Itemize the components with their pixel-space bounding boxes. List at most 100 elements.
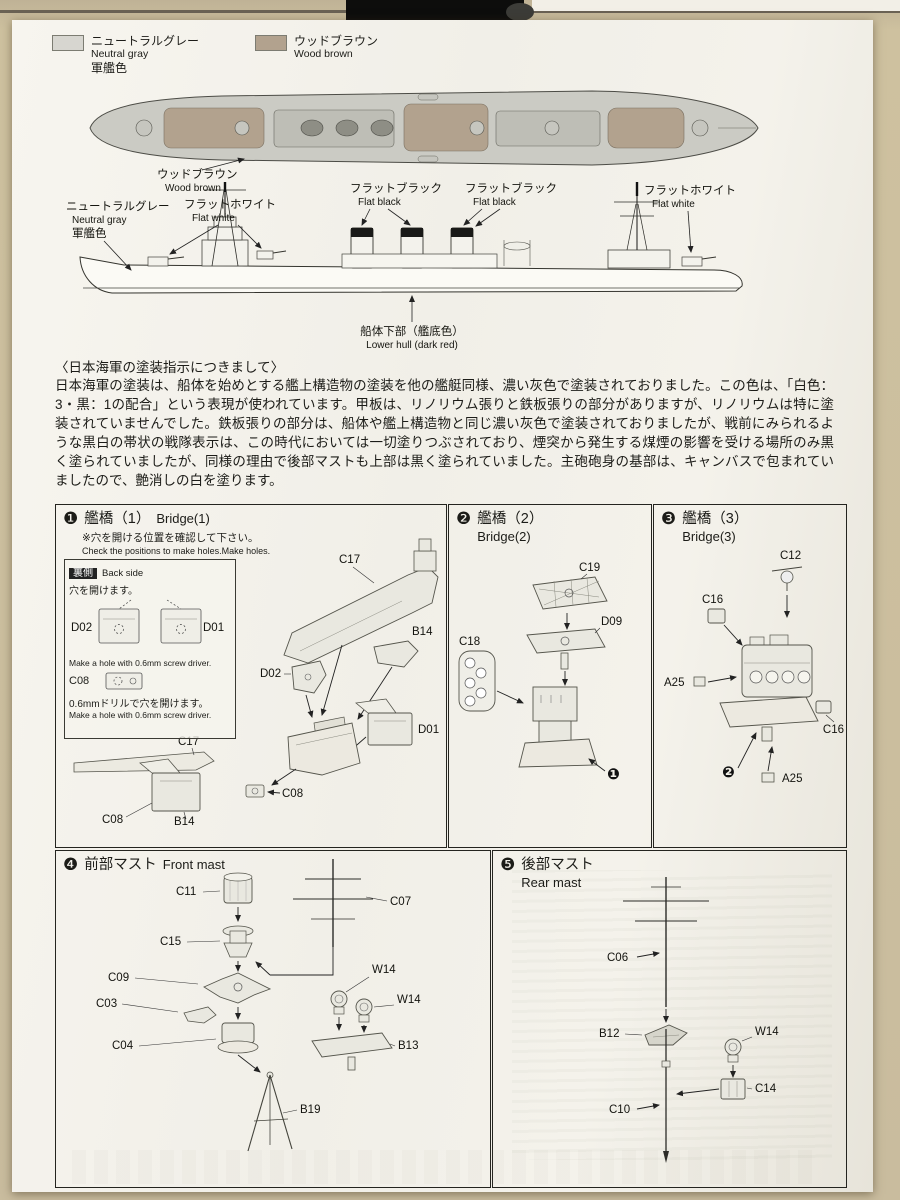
legend-jp: ウッドブラウン (294, 34, 379, 48)
svg-text:D09: D09 (601, 616, 622, 628)
wood-brown-swatch (255, 35, 288, 51)
w14-part (724, 1038, 742, 1063)
svg-text:D02: D02 (260, 668, 281, 680)
step-3-number: ❸ (661, 509, 677, 528)
step-1-note: ※穴を開ける位置を確認して下さい。 Check the positions to… (82, 532, 271, 556)
side-view-ship (79, 182, 743, 294)
svg-text:C06: C06 (607, 952, 628, 964)
c19-part (532, 576, 608, 610)
a25-part-bottom (761, 772, 775, 783)
block-base (719, 696, 819, 742)
b14-part (373, 640, 419, 668)
c12-part (771, 566, 803, 591)
step-2-diagram: C19 D09 C18 (458, 562, 622, 783)
c11-part (223, 872, 253, 904)
paint-callouts: ウッドブラウン Wood brown ニュートラルグレー Neutral gra… (66, 157, 736, 351)
svg-text:W14: W14 (755, 1026, 779, 1038)
neutral-gray-callout: ニュートラルグレー (66, 199, 170, 213)
b13-part (311, 1032, 393, 1071)
b19-tripod-part (247, 1071, 293, 1152)
svg-text:C11: C11 (176, 886, 196, 898)
svg-text:C14: C14 (755, 1083, 777, 1095)
c08-part (245, 784, 265, 798)
step-4-front-mast: ❹ 前部マスト Front mast C11 C15 (55, 850, 491, 1188)
bridge-floor-assembly (287, 716, 361, 776)
legend-sub: 軍艦色 (91, 61, 128, 75)
w14-part-1 (330, 990, 348, 1015)
step-5-number: ❺ (500, 855, 516, 874)
legend-jp: ニュートラルグレー (91, 34, 200, 48)
svg-text:C16: C16 (823, 724, 844, 736)
drill-parts-diagram: D02 D01 (71, 599, 224, 644)
backside-chip: 裏側 (69, 568, 97, 579)
legend-item-wood-brown: ウッドブラウン Wood brown (255, 34, 378, 75)
svg-text:C15: C15 (160, 936, 181, 948)
color-legend: ニュートラルグレー Neutral gray 軍艦色 ウッドブラウン Wood … (52, 34, 378, 75)
assembly-1-badge: ❶ (607, 766, 620, 783)
flat-black-2-callout: フラットブラック (465, 181, 557, 195)
rangefinder-block (741, 634, 813, 698)
step-4-header: ❹ 前部マスト Front mast (63, 855, 225, 874)
w14-part-2 (355, 998, 373, 1023)
svg-text:Flat white: Flat white (192, 213, 235, 224)
svg-text:C08: C08 (282, 788, 303, 800)
legend-item-neutral-gray: ニュートラルグレー Neutral gray 軍艦色 (52, 34, 199, 75)
step-1-bridge-1: ❶ 艦橋（1） Bridge(1) ※穴を開ける位置を確認して下さい。 Chec… (55, 504, 447, 848)
legend-en: Neutral gray (91, 48, 149, 60)
svg-text:C04: C04 (112, 1040, 134, 1052)
step-3-diagram: C12 C16 A25 (664, 550, 844, 785)
legend-en: Wood brown (294, 48, 353, 60)
svg-text:軍艦色: 軍艦色 (72, 226, 107, 240)
c08-inset-part (105, 672, 143, 690)
svg-text:Neutral gray: Neutral gray (72, 215, 126, 226)
step-1-diagram: C17 D02 B14 D01 (73, 538, 439, 828)
step-1-header: ❶ 艦橋（1） Bridge(1) (63, 509, 210, 528)
step-2-number: ❷ (456, 509, 472, 528)
svg-text:B14: B14 (412, 626, 433, 638)
svg-text:Flat black: Flat black (473, 197, 517, 208)
c15-part (222, 925, 254, 958)
paint-note-body: 日本海軍の塗装は、船体を始めとする艦上構造物の塗装を他の艦艇同様、濃い灰色で塗装… (55, 378, 834, 488)
top-view-ship (89, 90, 759, 166)
bridge-tower (518, 686, 598, 768)
svg-text:C09: C09 (108, 972, 129, 984)
svg-text:C17: C17 (178, 736, 199, 748)
svg-text:C12: C12 (780, 550, 801, 562)
wood-brown-callout: ウッドブラウン (157, 167, 238, 181)
svg-text:C07: C07 (390, 896, 411, 908)
d01-part (355, 698, 413, 746)
paper-sliver (532, 0, 900, 11)
c09-part (203, 972, 272, 1004)
paint-note-heading: 〈日本海軍の塗装指示につきまして〉 (55, 360, 285, 375)
c10-pole-part (661, 1029, 671, 1163)
svg-text:Lower hull (dark red): Lower hull (dark red) (366, 340, 458, 351)
d09-part (526, 628, 606, 670)
svg-text:D01: D01 (203, 622, 224, 634)
svg-text:D01: D01 (418, 724, 439, 736)
svg-text:Flat white: Flat white (652, 199, 695, 210)
svg-text:Flat black: Flat black (358, 197, 402, 208)
svg-text:C08: C08 (102, 814, 123, 826)
svg-text:A25: A25 (782, 773, 802, 785)
step-4-diagram: C11 C15 C09 C03 (96, 859, 421, 1152)
c07-mast-part (293, 859, 373, 947)
step-1-number: ❶ (63, 509, 79, 528)
subassembly-lower-left (73, 751, 215, 812)
c06-mast-part (623, 877, 709, 1007)
svg-text:C18: C18 (459, 636, 480, 648)
svg-text:A25: A25 (664, 677, 684, 689)
a25-part-left (693, 676, 706, 687)
svg-text:B13: B13 (398, 1040, 418, 1052)
flat-white-fore-callout: フラットホワイト (184, 198, 276, 211)
c04-part (217, 1022, 259, 1054)
flat-white-aft-callout: フラットホワイト (644, 184, 736, 197)
assembly-2-badge: ❷ (722, 764, 735, 781)
step-3-header: ❸ 艦橋（3） Bridge(3) (661, 509, 749, 545)
step-5-header: ❺ 後部マスト Rear mast (500, 855, 594, 891)
ship-paint-diagram: ウッドブラウン Wood brown ニュートラルグレー Neutral gra… (66, 90, 759, 351)
svg-text:C03: C03 (96, 998, 117, 1010)
svg-text:D02: D02 (71, 622, 92, 634)
c08-inset-label: C08 (69, 675, 90, 687)
neutral-gray-swatch (52, 35, 84, 51)
